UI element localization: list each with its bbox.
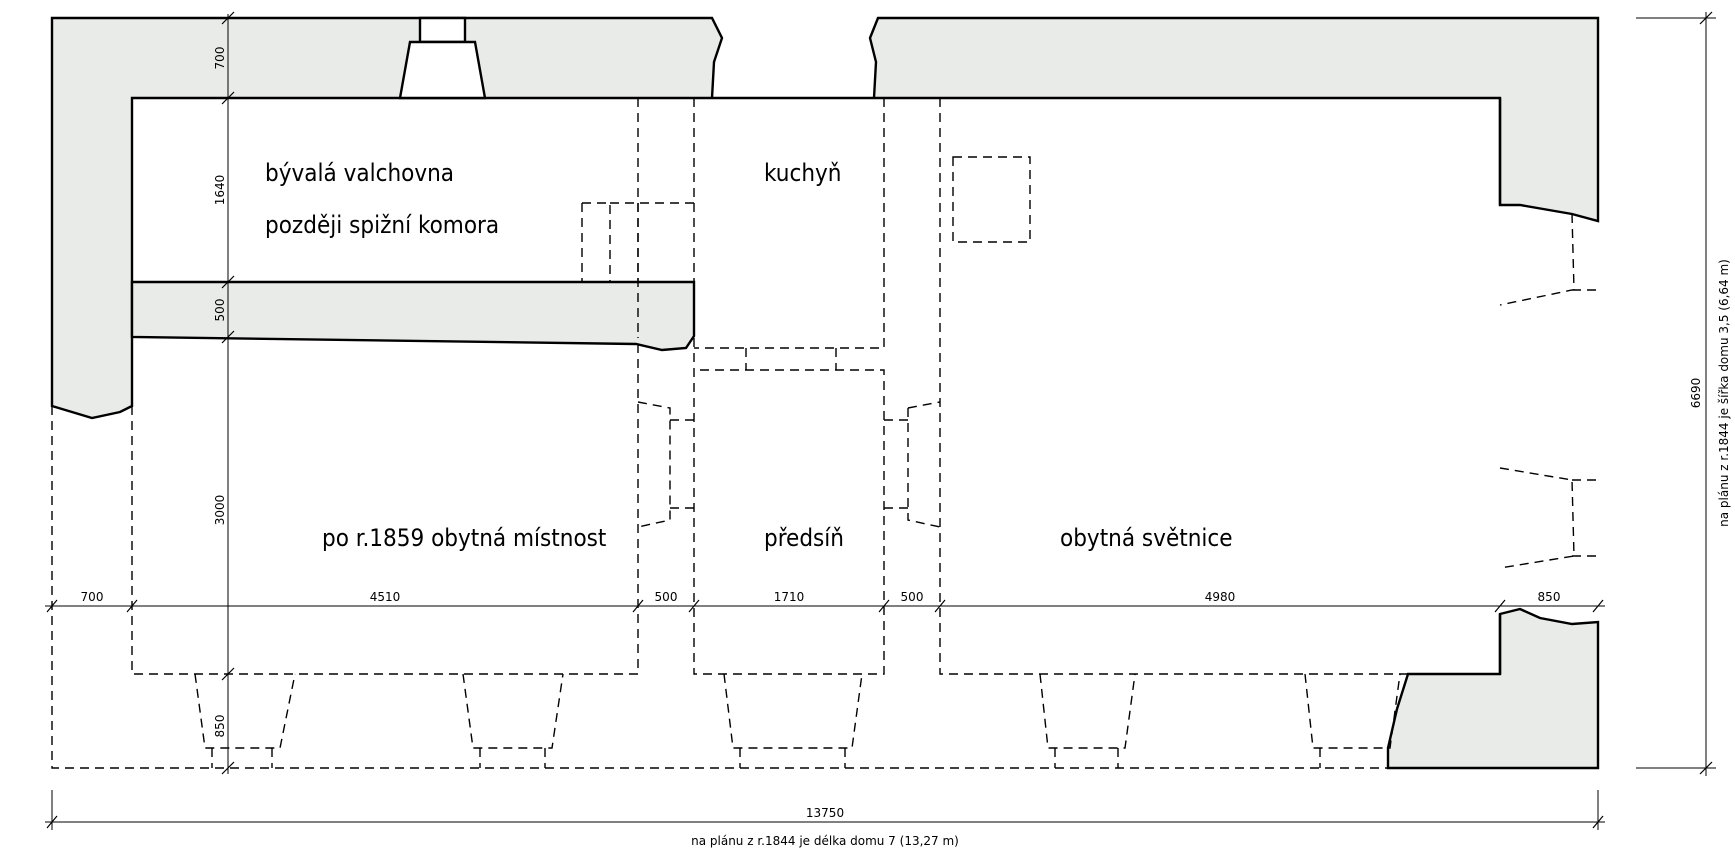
- wall-bottom-right: [1386, 607, 1600, 770]
- dim-700: 700: [81, 590, 104, 604]
- dim-13750: 13750: [806, 806, 844, 820]
- chimney: [418, 16, 467, 44]
- chimney-flue: [398, 40, 487, 100]
- dim-4510: 4510: [370, 590, 401, 604]
- vdim-3000: 3000: [213, 495, 227, 526]
- label-valchovna: bývalá valchovna: [265, 159, 454, 187]
- wall-partition: [130, 280, 696, 352]
- walls: [50, 16, 1600, 770]
- vdim-1640: 1640: [213, 175, 227, 206]
- left-vertical-dimensions: 700 1640 500 3000 850: [213, 11, 235, 775]
- wall-top-left-right: [50, 16, 1600, 420]
- label-obytna-mistnost: po r.1859 obytná místnost: [322, 524, 606, 552]
- label-kuchyn: kuchyň: [764, 159, 841, 187]
- label-predsin: předsíň: [764, 524, 844, 552]
- vdim-700: 700: [213, 47, 227, 70]
- total-length-dimension: 13750 na plánu z r.1844 je délka domu 7 …: [45, 790, 1605, 848]
- room-labels: bývalá valchovna později spižní komora k…: [265, 159, 1233, 552]
- vdim-850: 850: [213, 715, 227, 738]
- label-obytna-svetnice: obytná světnice: [1060, 524, 1233, 552]
- dashed-outer-left: [51, 406, 1388, 769]
- length-note: na plánu z r.1844 je délka domu 7 (13,27…: [691, 834, 959, 848]
- label-spizni-komora: později spižní komora: [265, 211, 499, 239]
- dim-500-b: 500: [901, 590, 924, 604]
- dim-850: 850: [1538, 590, 1561, 604]
- width-note: na plánu z r.1844 je šířka domu 3,5 (6,6…: [1717, 259, 1731, 527]
- dashed-stove-square: [952, 156, 1031, 243]
- total-width-dimension: 6690 na plánu z r.1844 je šířka domu 3,5…: [1636, 11, 1731, 776]
- dim-1710: 1710: [774, 590, 805, 604]
- vdim-500: 500: [213, 299, 227, 322]
- dashed-layout: [51, 98, 1598, 769]
- dim-500-a: 500: [655, 590, 678, 604]
- dim-4980: 4980: [1205, 590, 1236, 604]
- dim-6690: 6690: [1689, 378, 1703, 409]
- horizontal-dimensions: 700 4510 500 1710 500 4980 850: [45, 590, 1605, 613]
